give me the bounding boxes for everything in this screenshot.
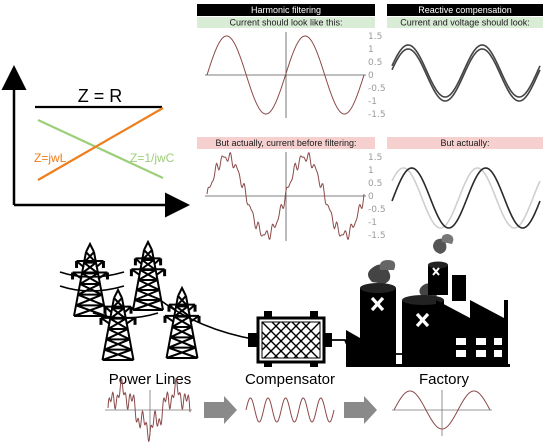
arrow-icon — [204, 396, 237, 424]
y-tick-label: 0.5 — [368, 179, 382, 189]
compensator-label: Compensator — [245, 371, 335, 388]
y-tick-label: 1 — [368, 166, 374, 176]
y-tick-label: -0.5 — [368, 84, 386, 94]
reactive-actual-plot — [391, 167, 541, 229]
transmission-tower-icon — [129, 239, 167, 311]
harmonic-header-bg — [197, 4, 375, 16]
z-c-label: Z=1/jwC — [130, 151, 175, 165]
voltage-wave-in-phase — [391, 44, 541, 98]
z-l-label: Z=jwL — [34, 151, 67, 165]
reactive-actual-caption-bg — [387, 137, 543, 149]
close-icon — [370, 296, 430, 328]
harmonic-header: Harmonic filtering — [251, 5, 321, 15]
z-r-label: Z = R — [78, 86, 123, 106]
reactive-header-bg — [387, 4, 543, 16]
current-wave-in-phase — [391, 48, 541, 102]
y-tick-label: 0 — [368, 192, 374, 202]
power-lines-label: Power Lines — [109, 371, 192, 388]
inductive-line — [37, 107, 164, 181]
reactive-actual-caption: But actually: — [440, 138, 489, 148]
harmonic-ideal-caption: Current should look like this: — [229, 18, 342, 28]
power-lines-waveform — [105, 377, 192, 443]
clean-current-wave — [393, 390, 491, 430]
reactive-header: Reactive compensation — [418, 5, 512, 15]
harmonic-actual-caption-bg — [197, 137, 375, 149]
harmonic-ideal-caption-bg — [197, 17, 375, 28]
reactive-ideal-plot — [391, 44, 541, 102]
harmonic-actual-caption: But actually, current before filtering: — [216, 138, 357, 148]
capacitive-line — [37, 119, 164, 179]
reactive-ideal-caption: Current and voltage should look: — [400, 18, 530, 28]
voltage-wave-shifted — [391, 167, 541, 229]
y-tick-label: 1 — [368, 45, 374, 55]
arrow-icon — [344, 396, 377, 424]
compensator-coil-icon — [248, 311, 332, 367]
y-tick-label: -0.5 — [368, 205, 386, 215]
y-tick-label: 0.5 — [368, 58, 382, 68]
y-tick-label: 1.5 — [368, 153, 382, 163]
factory-icon — [346, 234, 510, 367]
factory-label: Factory — [419, 371, 470, 388]
y-tick-label: -1.5 — [368, 110, 386, 120]
reactive-ideal-caption-bg — [387, 17, 543, 28]
transmission-tower-icon — [163, 285, 201, 359]
harmonic-actual-plot: 1.5 1 0.5 0 -0.5 -1 -1.5 — [205, 152, 386, 241]
transmission-tower-icon — [71, 241, 109, 317]
compensator-output-wave — [245, 397, 335, 423]
noisy-current-wave — [107, 377, 191, 443]
y-tick-label: -1 — [368, 218, 377, 228]
current-wave-shifted — [391, 167, 541, 229]
reactive-compensation-panel: Reactive compensation Current and voltag… — [387, 4, 543, 229]
power-line-wires — [59, 271, 259, 341]
factory-waveform — [392, 390, 492, 436]
y-tick-label: 0 — [368, 71, 374, 81]
y-tick-label: -1.5 — [368, 231, 386, 241]
ideal-current-wave — [206, 35, 365, 115]
y-tick-label: -1 — [368, 97, 377, 107]
distorted-current-wave — [206, 152, 365, 240]
harmonic-filtering-panel: Harmonic filtering Current should look l… — [197, 4, 386, 241]
power-lines-illustration — [59, 239, 259, 361]
impedance-plot: Z = R Z=jwL Z=1/jwC — [1, 65, 190, 218]
harmonic-ideal-plot: 1.5 1 0.5 0 -0.5 -1 -1.5 — [205, 32, 386, 120]
y-tick-label: 1.5 — [368, 32, 382, 42]
compensator-waveform — [245, 397, 335, 423]
transmission-tower-icon — [99, 287, 137, 361]
